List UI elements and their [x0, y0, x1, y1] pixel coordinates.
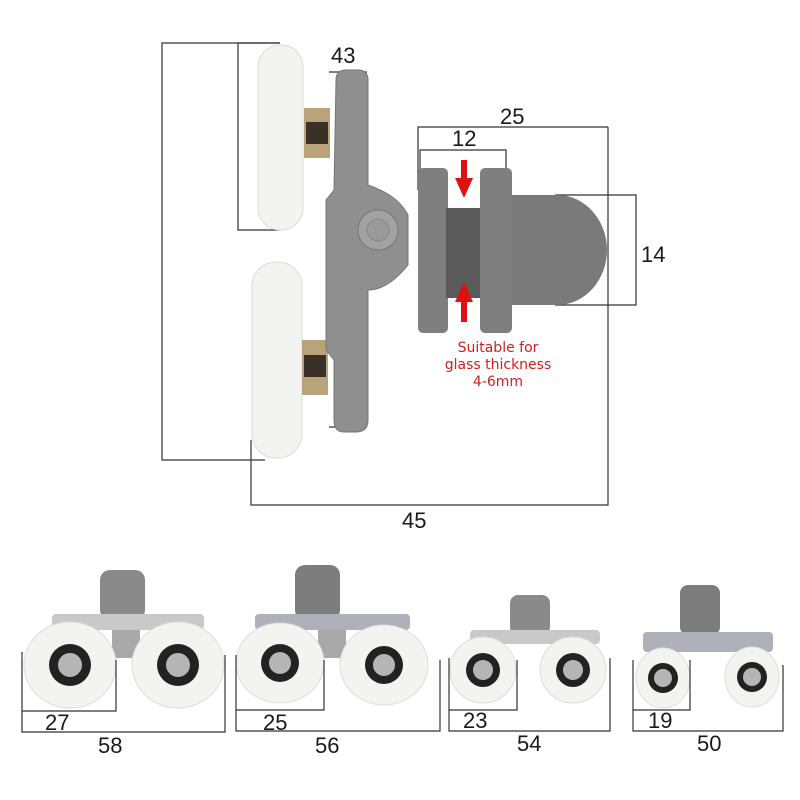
variant-2-overall-width: 56 [315, 733, 340, 758]
glass-clamp-knob [418, 168, 607, 333]
top-wheel [257, 44, 330, 231]
note-line-1: Suitable for [457, 340, 539, 356]
dim-wheel-height: 45 [402, 508, 427, 533]
variant-2-wheel-diameter: 25 [263, 710, 288, 735]
dim-knob-length: 25 [500, 104, 525, 129]
glass-arrows [455, 160, 473, 322]
variant-4-wheel-diameter: 19 [648, 708, 673, 733]
bracket-plate [325, 69, 409, 433]
dimension-lines [161, 42, 637, 506]
variant-4-overall-width: 50 [697, 731, 722, 756]
note-line-2: glass thickness [444, 357, 552, 373]
variant-4-drawing [635, 585, 780, 709]
variant-1-overall-width: 58 [98, 733, 123, 758]
dim-bracket-thickness: 43 [331, 43, 356, 68]
glass-thickness-note: Suitable for glass thickness 4-6mm [418, 340, 578, 391]
dim-glass-gap: 12 [452, 126, 477, 151]
variant-3-drawing [449, 595, 607, 704]
note-line-3: 4-6mm [472, 374, 524, 390]
dim-knob-height: 14 [641, 242, 666, 267]
variant-3-overall-width: 54 [517, 731, 542, 756]
variant-1-drawing [23, 570, 225, 709]
bottom-wheel [251, 261, 328, 459]
variant-2-drawing [235, 565, 429, 706]
variant-1-wheel-diameter: 27 [45, 710, 70, 735]
variant-dimension-lines [21, 652, 784, 733]
variant-3-wheel-diameter: 23 [463, 708, 488, 733]
